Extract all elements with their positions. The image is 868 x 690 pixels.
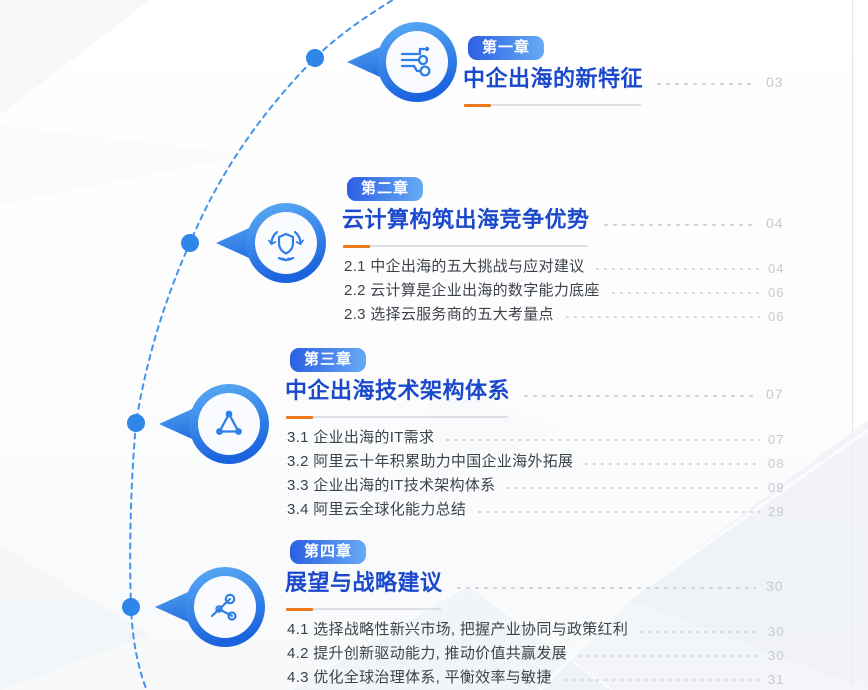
toc-item-label: 2.2 云计算是企业出海的数字能力底座 [344, 282, 600, 299]
timeline-dot-1 [306, 49, 324, 67]
toc-chapter-entry[interactable]: 云计算构筑出海竞争优势 04 [342, 207, 790, 248]
toc-item[interactable]: 3.3 企业出海的IT技术架构体系 09 [287, 474, 790, 498]
timeline-dot-2 [181, 234, 199, 252]
toc-item-label: 2.1 中企出海的五大挑战与应对建议 [344, 258, 585, 275]
toc-chapter-entry[interactable]: 中企出海技术架构体系 07 [285, 378, 790, 419]
chapter-block-3: 第三章 中企出海技术架构体系 07 3.1 企业出海的IT需求 07 3.2 阿… [285, 348, 790, 522]
section-list: 2.1 中企出海的五大挑战与应对建议 04 2.2 云计算是企业出海的数字能力底… [344, 255, 790, 327]
chapter-badge: 第一章 [468, 36, 545, 60]
dotted-leader [578, 655, 760, 657]
dotted-leader [640, 631, 760, 633]
timeline-dot-3 [127, 414, 145, 432]
toc-item-label: 3.3 企业出海的IT技术架构体系 [287, 477, 496, 494]
chapter-block-2: 第二章 云计算构筑出海竞争优势 04 2.1 中企出海的五大挑战与应对建议 04… [342, 177, 790, 327]
toc-item[interactable]: 4.2 提升创新驱动能力, 推动价值共赢发展 30 [287, 642, 790, 666]
chapter2-marker [216, 203, 326, 283]
toc-item[interactable]: 3.1 企业出海的IT需求 07 [287, 426, 790, 450]
chapter-badge: 第二章 [347, 177, 424, 201]
dotted-leader [507, 487, 760, 489]
chapter-badge: 第三章 [290, 348, 367, 372]
chapter4-marker [155, 567, 265, 647]
chapter3-marker [159, 384, 269, 464]
toc-item-label: 4.2 提升创新驱动能力, 推动价值共赢发展 [287, 645, 567, 662]
toc-chapter-entry[interactable]: 中企出海的新特征 03 [463, 66, 790, 107]
page-number: 03 [766, 74, 784, 90]
toc-item-label: 3.1 企业出海的IT需求 [287, 429, 435, 446]
dotted-leader [478, 511, 760, 513]
dotted-leader [565, 316, 760, 318]
page-number: 04 [766, 215, 784, 231]
dotted-leader [446, 439, 760, 441]
toc-item[interactable]: 3.4 阿里云全球化能力总结 29 [287, 498, 790, 522]
toc-item-label: 3.2 阿里云十年积累助力中国企业海外拓展 [287, 453, 574, 470]
toc-item-label: 2.3 选择云服务商的五大考量点 [344, 306, 554, 323]
timeline-dot-4 [122, 598, 140, 616]
chapter-title: 中企出海的新特征 [463, 66, 644, 107]
circuit-flow-icon [400, 46, 431, 77]
page-number: 06 [768, 285, 785, 300]
dotted-leader [603, 224, 756, 226]
toc-item[interactable]: 3.2 阿里云十年积累助力中国企业海外拓展 08 [287, 450, 790, 474]
dotted-leader [563, 679, 760, 681]
dotted-leader [596, 268, 760, 270]
page-number: 30 [768, 648, 785, 663]
chapter-title: 展望与战略建议 [285, 570, 443, 611]
page-number: 07 [768, 432, 785, 447]
page-number: 09 [768, 480, 785, 495]
page-number: 30 [766, 578, 784, 594]
toc-item[interactable]: 2.1 中企出海的五大挑战与应对建议 04 [344, 255, 790, 279]
toc-item[interactable]: 2.2 云计算是企业出海的数字能力底座 06 [344, 279, 790, 303]
page-number: 07 [766, 386, 784, 402]
chapter1-marker [347, 22, 457, 102]
share-nodes-icon [210, 593, 237, 621]
page-number: 29 [768, 504, 785, 519]
toc-item[interactable]: 4.3 优化全球治理体系, 平衡效率与敏捷 31 [287, 666, 790, 690]
chapter-title: 云计算构筑出海竞争优势 [342, 207, 590, 248]
chapter-block-4: 第四章 展望与战略建议 30 4.1 选择战略性新兴市场, 把握产业协同与政策红… [285, 540, 790, 690]
page-number: 30 [768, 624, 785, 639]
page-number: 08 [768, 456, 785, 471]
page-number: 31 [768, 672, 785, 687]
shield-protect-icon [268, 230, 304, 262]
page-number: 06 [768, 309, 785, 324]
dotted-leader [456, 587, 756, 589]
toc-item-label: 4.1 选择战略性新兴市场, 把握产业协同与政策红利 [287, 621, 629, 638]
chapter-badge: 第四章 [290, 540, 367, 564]
dotted-leader [524, 395, 756, 397]
toc-item[interactable]: 2.3 选择云服务商的五大考量点 06 [344, 303, 790, 327]
chapter-block-1: 第一章 中企出海的新特征 03 [463, 36, 790, 107]
chapter-title: 中企出海技术架构体系 [285, 378, 511, 419]
dotted-leader [657, 83, 756, 85]
toc-item[interactable]: 4.1 选择战略性新兴市场, 把握产业协同与政策红利 30 [287, 618, 790, 642]
triangle-network-icon [216, 410, 242, 435]
toc-chapter-entry[interactable]: 展望与战略建议 30 [285, 570, 790, 611]
page-number: 04 [768, 261, 785, 276]
dotted-leader [585, 463, 760, 465]
toc-item-label: 3.4 阿里云全球化能力总结 [287, 501, 467, 518]
toc-item-label: 4.3 优化全球治理体系, 平衡效率与敏捷 [287, 669, 552, 686]
section-list: 4.1 选择战略性新兴市场, 把握产业协同与政策红利 30 4.2 提升创新驱动… [287, 618, 790, 690]
dotted-leader [611, 292, 760, 294]
section-list: 3.1 企业出海的IT需求 07 3.2 阿里云十年积累助力中国企业海外拓展 0… [287, 426, 790, 522]
